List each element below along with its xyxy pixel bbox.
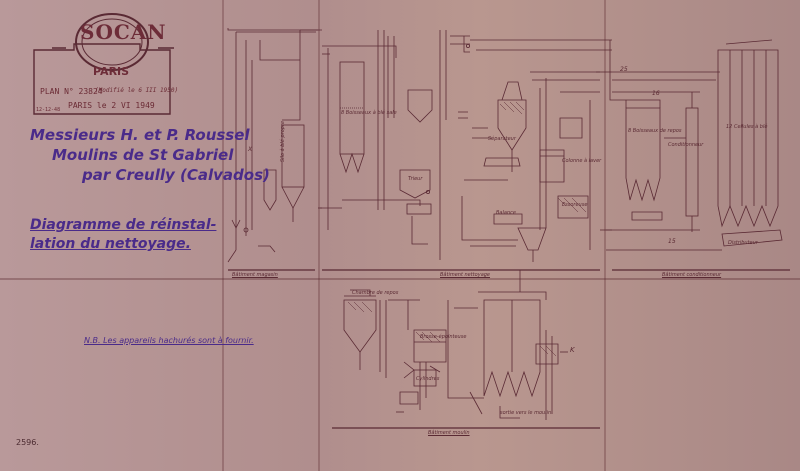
label-cylindres: Cylindres <box>416 376 440 382</box>
plan-number: PLAN N° 23824 <box>40 87 103 96</box>
label-boisseaux-ble-sale: 8 Boisseaux à blé sale <box>341 110 397 116</box>
label-essoreuse: Essoreuse <box>562 202 588 208</box>
stamp-logo-text: SOCAN <box>80 20 167 44</box>
stamp-code: 12-12-48 <box>36 107 61 113</box>
label-balance: Balance <box>496 210 516 216</box>
building-conditionneur <box>606 39 790 271</box>
client-line-2: Moulins de St Gabriel <box>52 146 234 164</box>
client-block: Messieurs H. et P. Roussel Moulins de St… <box>30 125 270 185</box>
fold-line-vertical-3 <box>604 0 606 471</box>
building-nettoyage <box>320 30 600 271</box>
hatched-note: N.B. Les appareils hachurés sont à fourn… <box>84 336 254 345</box>
company-stamp <box>33 13 174 115</box>
modification-date: (Modifié le 6 III 1950) <box>95 87 179 94</box>
diagram-title: Diagramme de réinstal- lation du nettoya… <box>30 216 216 254</box>
label-boisseaux-repos: 8 Boisseaux de repos <box>628 128 682 134</box>
client-line-3: par Creully (Calvados) <box>82 166 270 184</box>
label-colonne-lavage: Colonne à laver <box>562 158 602 164</box>
fold-line-horizontal <box>0 278 800 280</box>
label-silo-ble-propre: Silo à blé propre <box>280 120 286 162</box>
label-separateur: Séparateur <box>488 136 516 142</box>
transport-lines <box>300 29 626 292</box>
label-batiment-nettoyage: Bâtiment nettoyage <box>440 272 491 278</box>
label-brosse-epointeuse: Brosse-épointeuse <box>420 334 467 340</box>
title-line-1: Diagramme de réinstal- <box>30 217 217 233</box>
building-moulin <box>332 289 600 429</box>
fold-line-vertical-2 <box>318 0 320 471</box>
mark-k: K <box>570 346 575 354</box>
title-line-2: lation du nettoyage. <box>30 236 191 252</box>
hatched-apparatus <box>347 101 587 357</box>
mark-25: 25 <box>620 66 628 73</box>
label-trieur: Trieur <box>408 176 423 182</box>
client-line-1: Messieurs H. et P. Roussel <box>30 126 250 144</box>
label-chambre-repos: Chambre de repos <box>352 290 399 296</box>
stamp-logo-city: PARIS <box>93 65 130 78</box>
mark-x: X <box>248 146 253 153</box>
label-distributeur: Distributeur <box>728 240 758 246</box>
fold-line-vertical-1 <box>222 0 224 471</box>
sheet-number: 2596. <box>16 438 39 447</box>
label-cellules-ble: 12 Cellules à blé <box>726 124 768 130</box>
mark-15: 15 <box>668 238 676 245</box>
label-conditionneur: Conditionneur <box>668 142 704 148</box>
building-magasin <box>227 28 318 271</box>
label-sortie-moulin: sortie vers le moulin <box>500 410 552 416</box>
mark-16: 16 <box>652 90 660 97</box>
label-batiment-conditionneur: Bâtiment conditionneur <box>662 272 722 278</box>
label-batiment-moulin: Bâtiment moulin <box>428 430 470 436</box>
stamp-date: PARIS le 2 VI 1949 <box>68 101 155 110</box>
label-batiment-magasin: Bâtiment magasin <box>232 272 278 278</box>
